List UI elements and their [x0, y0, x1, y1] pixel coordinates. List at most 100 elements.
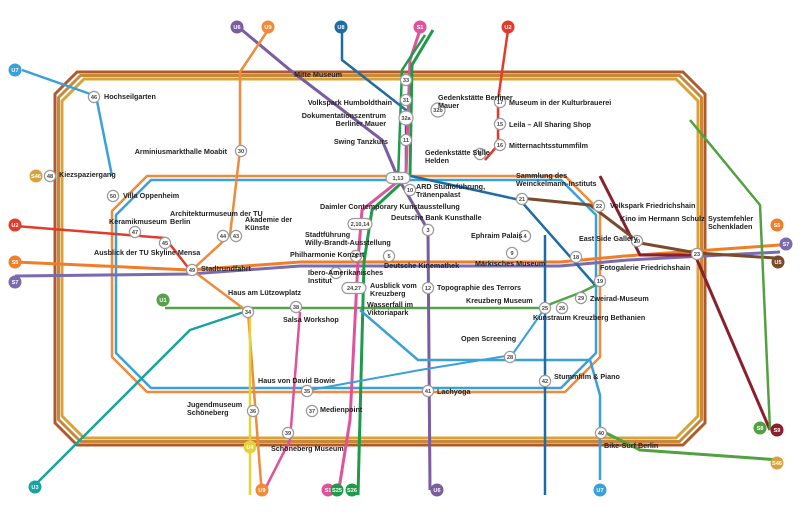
- station-marker[interactable]: 11: [399, 133, 413, 147]
- line-badge-u9[interactable]: U9: [261, 20, 275, 34]
- station-marker[interactable]: 23: [690, 247, 704, 261]
- station-marker[interactable]: 40: [594, 426, 608, 440]
- station-marker[interactable]: 3: [421, 223, 435, 237]
- line-badge-s7[interactable]: S7: [8, 275, 22, 289]
- station-marker[interactable]: 38: [289, 300, 303, 314]
- line-badge-u8[interactable]: U8: [334, 20, 348, 34]
- line-badge-s1s[interactable]: S1: [321, 483, 335, 497]
- line-badge-s46[interactable]: S46: [29, 169, 43, 183]
- line-badge-u5[interactable]: U5: [771, 255, 785, 269]
- line-badge-s46e[interactable]: S46: [770, 456, 784, 470]
- line-badge-u2[interactable]: U2: [501, 20, 515, 34]
- station-number: 24,27: [347, 286, 361, 292]
- station-marker[interactable]: 20: [630, 234, 644, 248]
- svg-text:S1: S1: [325, 488, 332, 494]
- station-label: Leila – All Sharing Shop: [509, 120, 592, 129]
- station-marker[interactable]: 34: [241, 305, 255, 319]
- station-marker[interactable]: 22: [592, 199, 606, 213]
- station-number: 32a: [401, 116, 411, 122]
- station-marker[interactable]: 21: [515, 192, 529, 206]
- station-marker[interactable]: 39: [281, 426, 295, 440]
- line-badge-s7e[interactable]: S7: [779, 237, 793, 251]
- station-marker[interactable]: 29: [574, 291, 588, 305]
- svg-text:U9: U9: [258, 488, 265, 494]
- line-badge-s25[interactable]: S25: [330, 483, 344, 497]
- line-badge-u6[interactable]: U6: [230, 20, 244, 34]
- station-marker[interactable]: 37: [305, 404, 319, 418]
- station-marker[interactable]: 41: [421, 384, 435, 398]
- station-number: 10: [407, 188, 413, 194]
- station-marker[interactable]: 7: [329, 266, 343, 280]
- station-number: 4: [523, 234, 527, 240]
- station-marker[interactable]: 28: [503, 350, 517, 364]
- station-number: 48: [47, 174, 53, 180]
- station-marker[interactable]: 44: [216, 229, 230, 243]
- line-badge-s1[interactable]: S1: [413, 20, 427, 34]
- line-s1-south: [260, 311, 302, 496]
- line-badge-u4[interactable]: U4: [243, 440, 257, 454]
- line-badge-s5[interactable]: S5: [8, 255, 22, 269]
- line-badge-s26[interactable]: S26: [345, 483, 359, 497]
- station-marker[interactable]: 4: [518, 229, 532, 243]
- station-marker[interactable]: 17: [493, 95, 507, 109]
- station-label: Bike-Surf Berlin: [604, 441, 658, 450]
- station-marker[interactable]: 43: [229, 229, 243, 243]
- station-marker[interactable]: 5: [382, 249, 396, 263]
- station-marker[interactable]: 26: [555, 301, 569, 315]
- line-badge-u6s[interactable]: U6: [430, 483, 444, 497]
- station-marker[interactable]: 36: [246, 404, 260, 418]
- line-u6-loop: [309, 307, 546, 391]
- station-marker[interactable]: 15: [493, 117, 507, 131]
- station-marker[interactable]: 1,13: [385, 171, 411, 185]
- svg-text:S7: S7: [12, 280, 19, 286]
- station-marker[interactable]: 10: [403, 183, 417, 197]
- station-label: Stummfilm & Piano: [554, 372, 621, 381]
- station-marker[interactable]: 18: [569, 250, 583, 264]
- station-number: 39: [285, 431, 291, 437]
- station-marker[interactable]: 50: [106, 189, 120, 203]
- station-marker[interactable]: 42: [538, 374, 552, 388]
- station-marker[interactable]: 16: [493, 138, 507, 152]
- station-marker[interactable]: 32b: [430, 102, 446, 118]
- svg-text:U5: U5: [774, 260, 781, 266]
- line-badge-u7[interactable]: U7: [8, 63, 22, 77]
- station-label: Swing Tanzkurs: [334, 137, 388, 146]
- station-marker[interactable]: 48: [43, 169, 57, 183]
- station-marker[interactable]: 8: [349, 249, 363, 263]
- station-marker[interactable]: 33: [399, 73, 413, 87]
- line-badge-s9[interactable]: S9: [770, 423, 784, 437]
- line-badge-u2w[interactable]: U2: [8, 218, 22, 232]
- station-number: 44: [220, 234, 227, 240]
- station-number: 23: [694, 252, 700, 258]
- station-marker[interactable]: 49: [185, 263, 199, 277]
- station-label: Medienpoint: [320, 405, 363, 414]
- station-label: Keramikmuseum: [109, 217, 167, 226]
- station-number: 38: [293, 305, 299, 311]
- station-marker[interactable]: 30: [234, 144, 248, 158]
- station-marker[interactable]: 2,10,14: [347, 217, 373, 231]
- station-marker[interactable]: 46: [87, 90, 101, 104]
- station-marker[interactable]: 19: [593, 274, 607, 288]
- station-marker[interactable]: 31: [399, 93, 413, 107]
- station-number: 36: [250, 409, 256, 415]
- station-marker[interactable]: 25: [538, 301, 552, 315]
- line-badge-s8[interactable]: S8: [753, 421, 767, 435]
- station-label: Märkisches Museum: [475, 259, 545, 268]
- line-badge-u3[interactable]: U3: [28, 480, 42, 494]
- station-marker[interactable]: 9: [505, 246, 519, 260]
- line-badge-u7s[interactable]: U7: [593, 483, 607, 497]
- line-badge-u1[interactable]: U1: [156, 293, 170, 307]
- station-marker[interactable]: 45: [158, 236, 172, 250]
- station-marker[interactable]: 47: [128, 225, 142, 239]
- line-badge-u9s[interactable]: U9: [255, 483, 269, 497]
- station-marker[interactable]: 6: [473, 147, 487, 161]
- station-marker[interactable]: 24,27: [341, 281, 367, 295]
- line-badge-s5e[interactable]: S5: [770, 218, 784, 232]
- station-marker[interactable]: 12: [421, 281, 435, 295]
- station-marker[interactable]: 32a: [398, 110, 414, 126]
- station-marker[interactable]: 35: [300, 384, 314, 398]
- line-u9-south: [191, 269, 264, 496]
